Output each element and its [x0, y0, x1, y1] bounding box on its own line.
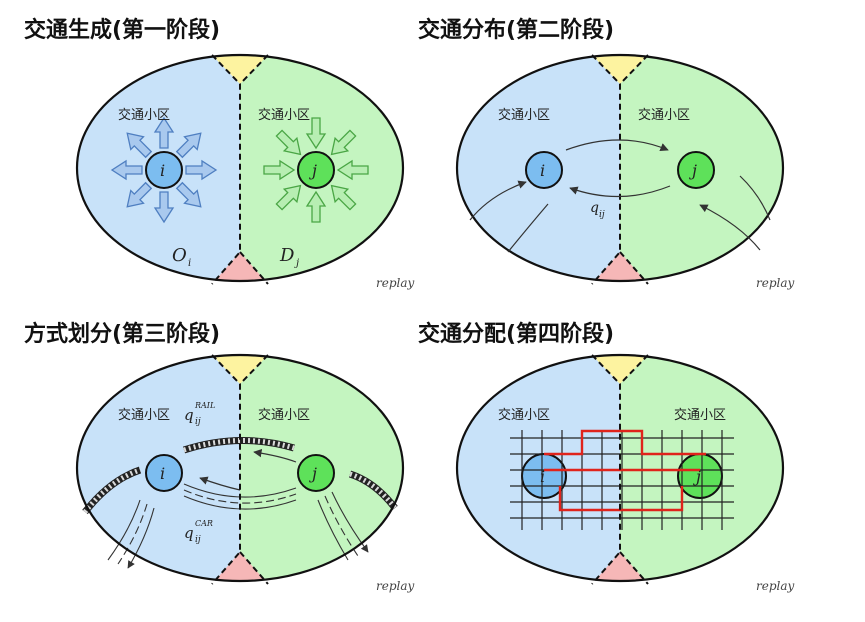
node-j-label: j: [309, 161, 317, 180]
distribution-flows: [469, 139, 771, 253]
attraction-arrows: [263, 117, 369, 223]
region-outline: [455, 53, 785, 283]
node-j: [677, 151, 715, 189]
bottom-wedge: [212, 252, 268, 281]
zone-boundary: [591, 354, 621, 585]
region-outline: [75, 53, 405, 283]
panel-3-diagram: 交通小区 交通小区 i j q RAIL ij q CAR ij replay: [75, 353, 415, 593]
car-flow-sup: CAR: [195, 519, 213, 528]
node-j: [297, 454, 335, 492]
zone-label-left: 交通小区: [498, 407, 550, 423]
node-i: [525, 151, 563, 189]
panel-2-title: 交通分布(第二阶段): [418, 18, 615, 43]
top-wedge: [592, 55, 648, 84]
node-j-label: j: [309, 464, 317, 483]
zone-label-right: 交通小区: [674, 407, 726, 423]
node-i-label: i: [160, 464, 165, 483]
rail-flow-sup: RAIL: [194, 401, 215, 410]
bottom-wedge: [212, 552, 268, 581]
rail-lines: [82, 436, 398, 515]
car-flow-label: q: [184, 524, 194, 542]
region-outline: [455, 353, 785, 583]
flow-label: q: [590, 200, 599, 216]
rail-flow-label: q: [184, 406, 194, 424]
brand-label: replay: [376, 276, 415, 290]
bottom-wedge: [592, 252, 648, 281]
zone-label-left: 交通小区: [118, 107, 170, 123]
node-i-label: i: [160, 161, 165, 180]
attraction-label: D: [279, 245, 295, 266]
top-wedge: [212, 355, 268, 384]
zone-label-right: 交通小区: [258, 407, 310, 423]
zone-boundary: [211, 54, 241, 285]
car-flow-sub: ij: [195, 535, 201, 545]
node-i-label: i: [540, 161, 545, 180]
panel-3-title: 方式划分(第三阶段): [24, 322, 221, 347]
zone-label-right: 交通小区: [258, 107, 310, 123]
top-wedge: [592, 355, 648, 384]
brand-label: replay: [756, 579, 795, 593]
panel-1-diagram: 交通小区 交通小区 i j O i D j replay: [75, 53, 415, 290]
region-outline: [75, 353, 405, 583]
zone-label-right: 交通小区: [638, 107, 690, 123]
node-j-label: j: [693, 467, 701, 486]
assigned-routes: [544, 429, 706, 512]
production-label-sub: i: [188, 258, 191, 269]
panel-2-diagram: 交通小区 交通小区 i j q ij replay: [455, 53, 795, 290]
node-i-label: i: [540, 467, 545, 486]
node-i: [145, 151, 183, 189]
rail-flow-sub: ij: [195, 417, 201, 427]
flow-label-sub: ij: [599, 210, 605, 220]
panel-4-title: 交通分配(第四阶段): [418, 322, 615, 347]
zone-boundary: [591, 54, 621, 285]
panel-1-title: 交通生成(第一阶段): [24, 18, 221, 43]
production-arrows: [110, 116, 218, 224]
node-i: [145, 454, 183, 492]
attraction-label-sub: j: [294, 258, 299, 269]
bottom-wedge: [592, 552, 648, 581]
zone-boundary: [211, 354, 241, 585]
node-j: [297, 151, 335, 189]
node-j-label: j: [689, 161, 697, 180]
zone-label-left: 交通小区: [498, 107, 550, 123]
brand-label: replay: [756, 276, 795, 290]
panel-4-diagram: 交通小区 交通小区 i j replay: [455, 353, 795, 593]
top-wedge: [212, 55, 268, 84]
brand-label: replay: [376, 579, 415, 593]
zone-label-left: 交通小区: [118, 407, 170, 423]
production-label: O: [172, 245, 187, 266]
